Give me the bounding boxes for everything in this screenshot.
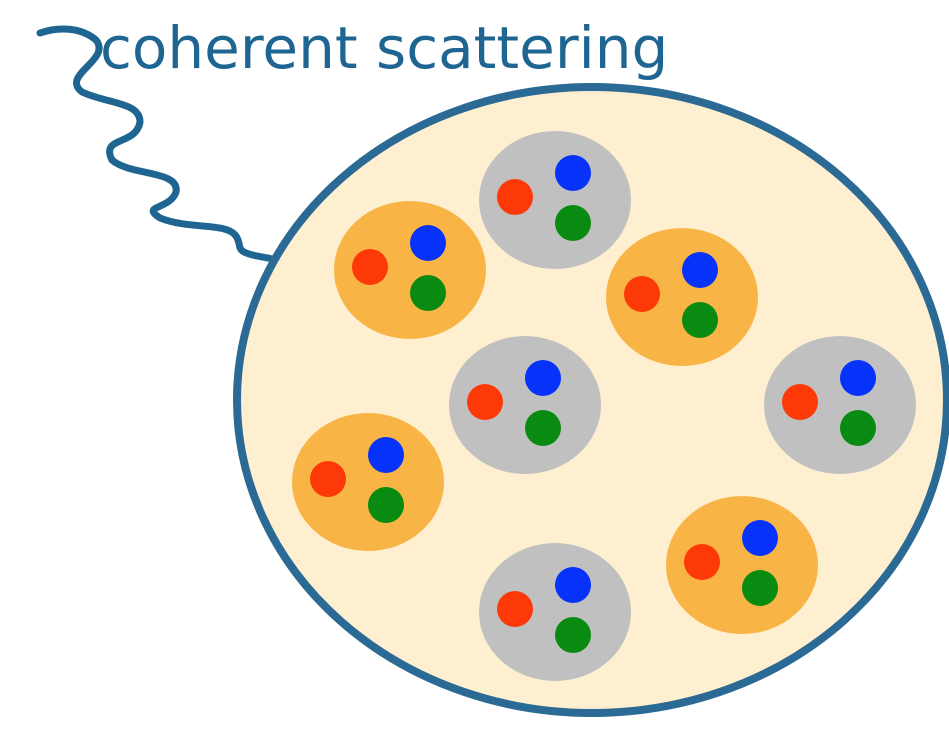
proton	[292, 413, 444, 551]
quark-red	[684, 544, 720, 580]
proton-body	[666, 496, 818, 634]
quark-blue	[525, 360, 561, 396]
nucleons-group	[292, 131, 916, 681]
quark-green	[682, 302, 718, 338]
quark-red	[310, 461, 346, 497]
quark-red	[497, 591, 533, 627]
proton-body	[606, 228, 758, 366]
neutron-body	[449, 336, 601, 474]
quark-red	[352, 249, 388, 285]
photon-wavy-line	[36, 25, 280, 264]
quark-blue	[368, 437, 404, 473]
quark-green	[840, 410, 876, 446]
proton	[666, 496, 818, 634]
proton	[334, 201, 486, 339]
neutron	[479, 543, 631, 681]
quark-blue	[742, 520, 778, 556]
neutron-body	[764, 336, 916, 474]
quark-blue	[555, 155, 591, 191]
quark-green	[525, 410, 561, 446]
quark-red	[782, 384, 818, 420]
neutron	[479, 131, 631, 269]
quark-blue	[555, 567, 591, 603]
proton	[606, 228, 758, 366]
quark-green	[410, 275, 446, 311]
quark-blue	[682, 252, 718, 288]
neutron	[449, 336, 601, 474]
quark-green	[555, 617, 591, 653]
quark-green	[555, 205, 591, 241]
quark-green	[368, 487, 404, 523]
quark-red	[624, 276, 660, 312]
quark-green	[742, 570, 778, 606]
proton-body	[292, 413, 444, 551]
neutron	[764, 336, 916, 474]
quark-red	[467, 384, 503, 420]
neutron-body	[479, 131, 631, 269]
quark-red	[497, 179, 533, 215]
proton-body	[334, 201, 486, 339]
quark-blue	[840, 360, 876, 396]
neutron-body	[479, 543, 631, 681]
diagram-title: coherent scattering	[100, 14, 668, 82]
quark-blue	[410, 225, 446, 261]
